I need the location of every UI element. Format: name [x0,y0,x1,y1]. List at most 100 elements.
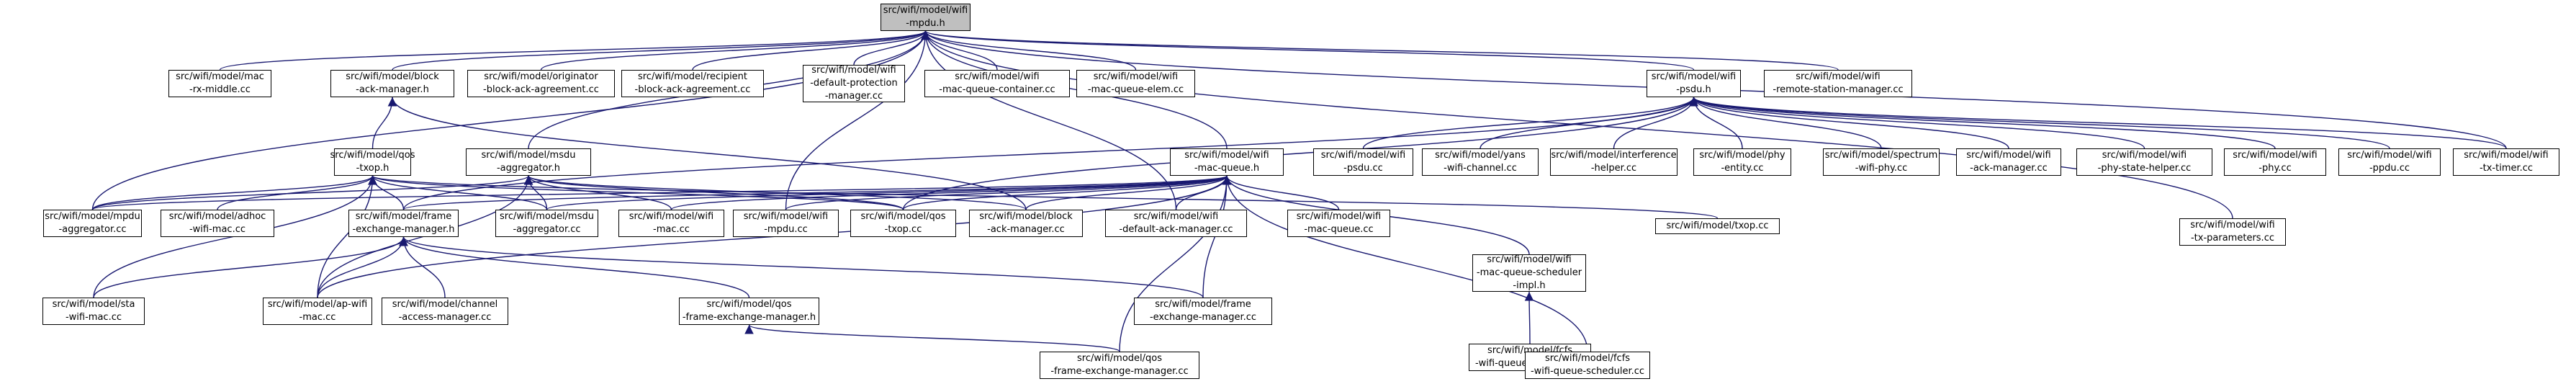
dependency-edge [1689,97,2145,149]
node-label-line: src/wifi/model/wifi [1966,150,2051,161]
graph-node[interactable]: src/wifi/model/qos -frame-exchange-manage… [1040,352,1199,379]
dependency-edge [921,30,2233,219]
graph-node[interactable]: src/wifi/model/sta -wifi-mac.cc [42,298,145,325]
node-label-line: src/wifi/model/msdu [500,211,594,222]
dependency-edge [1689,97,2009,149]
graph-node[interactable]: src/wifi/model/wifi -psdu.h [1647,70,1741,97]
graph-node[interactable]: src/wifi/model/wifi-mac-queue.h [1170,148,1284,176]
graph-node[interactable]: src/wifi/model/fcfs-wifi-queue-scheduler… [1525,352,1650,379]
dependency-edge [540,30,930,71]
dependency-edge [91,175,377,210]
dependency-edge [369,175,1719,219]
graph-node[interactable]: src/wifi/model/qos-txop.cc [850,210,956,237]
node-label-line: src/wifi/model/wifi [883,5,968,16]
graph-node[interactable]: src/wifi/model/wifi-mac-queue-container.… [924,70,1070,97]
node-label-line: src/wifi/model/wifi [1796,71,1881,82]
graph-node[interactable]: src/wifi/model/wifi-phy-state-helper.cc [2076,148,2212,176]
graph-node[interactable]: src/wifi/model/phy-entity.cc [1693,148,1791,176]
graph-node[interactable]: src/wifi/model/wifi-tx-parameters.cc [2179,218,2286,246]
node-label-line: -mac.cc [299,312,336,323]
dependency-edge [785,175,1231,210]
node-label-line: src/wifi/model/ap-wifi [267,299,368,310]
node-label-line: src/wifi/model/recipient [637,71,748,82]
node-label-line: -mpdu.cc [764,224,808,235]
node-label-line: -psdu.h [1676,84,1711,95]
node-label-line: src/wifi/model/wifi [2464,150,2549,161]
graph-node[interactable]: src/wifi/model/block-ack-manager.cc [969,210,1083,237]
graph-node[interactable]: src/wifi/model/txop.cc [1655,218,1780,234]
graph-node[interactable]: src/wifi/model/wifi-ppdu.cc [2338,148,2441,176]
graph-node[interactable]: src/wifi/model/ap-wifi -mac.cc [263,298,372,325]
graph-node[interactable]: src/wifi/model/wifi-mpdu.cc [733,210,839,237]
node-label-line: -wifi-mac.cc [65,312,122,323]
graph-node[interactable]: src/wifi/model/block-ack-manager.h [330,70,454,97]
dependency-edge [219,30,930,71]
dependency-edge [670,175,1231,210]
graph-node[interactable]: src/wifi/model/msdu-aggregator.cc [495,210,598,237]
node-label-line: src/wifi/model/wifi [2233,150,2318,161]
node-label-line: -ack-manager.cc [987,224,1065,235]
graph-node[interactable]: src/wifi/model/channel-access-manager.cc [382,298,508,325]
node-label-line: src/wifi/model/wifi [1296,211,1382,222]
graph-node[interactable]: src/wifi/model/frame -exchange-manager.cc [1134,298,1272,325]
graph-node[interactable]: src/wifi/model/spectrum-wifi-phy.cc [1823,148,1940,176]
dependency-edge [91,175,533,210]
graph-node[interactable]: src/wifi/model/wifi -default-ack-manager.… [1105,210,1247,237]
graph-node[interactable]: src/wifi/model/interference-helper.cc [1550,148,1677,176]
graph-node[interactable]: src/wifi/model/mac-rx-middle.cc [168,70,271,97]
node-label-line: src/wifi/model/channel [392,299,498,310]
graph-node[interactable]: src/wifi/model/qos-frame-exchange-manage… [679,298,819,325]
graph-node[interactable]: src/wifi/model/wifi-mac.cc [618,210,724,237]
node-label-line: src/wifi/model/adhoc [168,211,266,222]
node-label-line: -mac-queue-container.cc [939,84,1055,95]
graph-node[interactable]: src/wifi/model/wifi-tx-timer.cc [2453,148,2559,176]
node-label-line: src/wifi/model/sta [52,299,135,310]
graph-node[interactable]: src/wifi/model/wifi-psdu.cc [1313,148,1413,176]
graph-node[interactable]: src/wifi/model/wifi-mac-queue.cc [1287,210,1390,237]
dependency-edge [368,175,548,210]
node-label-line: -frame-exchange-manager.cc [1050,366,1189,377]
node-label-line: -default-protection [810,78,898,89]
node-label-line: src/wifi/model/wifi [2190,220,2275,231]
dependency-edge [1689,97,2507,149]
graph-node[interactable]: src/wifi/model/wifi-mac-queue-elem.cc [1076,70,1195,97]
node-label-line: -exchange-manager.cc [1149,312,1257,323]
dependency-edge [1119,175,1232,352]
dependency-edge [921,30,1839,71]
dependency-edge [921,30,1177,210]
node-label-line: -psdu.cc [1343,163,1383,174]
node-label-line: src/wifi/model/qos [1076,353,1162,364]
graph-node[interactable]: src/wifi/model/wifi-ack-manager.cc [1956,148,2061,176]
node-label-line: -wifi-mac.cc [189,224,246,235]
dependency-edge [785,30,930,210]
node-label-line: -wifi-phy.cc [1855,163,1908,174]
graph-node[interactable]: src/wifi/model/recipient-block-ack-agree… [621,70,764,97]
graph-node[interactable]: src/wifi/model/yans-wifi-channel.cc [1422,148,1539,176]
graph-node[interactable]: src/wifi/model/wifi-mac-queue-scheduler-… [1472,254,1586,292]
node-label-line: -mac-queue-scheduler [1476,267,1582,278]
graph-node[interactable]: src/wifi/model/frame-exchange-manager.h [348,210,459,237]
dependency-edge [1689,97,2390,149]
node-label-line: src/wifi/model/wifi [2102,150,2187,161]
node-label-line: src/wifi/model/wifi [1651,71,1737,82]
node-label-line: -entity.cc [1721,163,1764,174]
graph-node[interactable]: src/wifi/model/msdu-aggregator.h [466,148,591,176]
graph-node[interactable]: src/wifi/model/wifi-remote-station-manag… [1764,70,1912,97]
graph-node[interactable]: src/wifi/model/mpdu-aggregator.cc [43,210,142,237]
graph-node[interactable]: src/wifi/model/qos-txop.h [330,148,415,176]
dependency-edge [1689,97,1882,149]
node-label-line: src/wifi/model/qos [860,211,946,222]
node-label-line: src/wifi/model/txop.cc [1666,220,1769,231]
dependency-edges [91,30,2507,367]
graph-node[interactable]: src/wifi/model/originator-block-ack-agre… [467,70,615,97]
graph-node[interactable]: src/wifi/model/wifi-phy.cc [2224,148,2326,176]
node-label-line: src/wifi/model/fcfs [1544,353,1631,364]
graph-node[interactable]: src/wifi/model/wifi-default-protection-m… [803,65,905,102]
node-label-line: src/wifi/model/frame [1155,299,1251,310]
node-label-line: src/wifi/model/wifi [1487,254,1572,265]
node-label-line: src/wifi/model/wifi [1133,211,1219,222]
graph-node[interactable]: src/wifi/model/adhoc -wifi-mac.cc [161,210,274,237]
node-label-line: -default-ack-manager.cc [1119,224,1233,235]
node-label-line: -aggregator.cc [58,224,127,235]
dependency-edge [317,236,408,298]
